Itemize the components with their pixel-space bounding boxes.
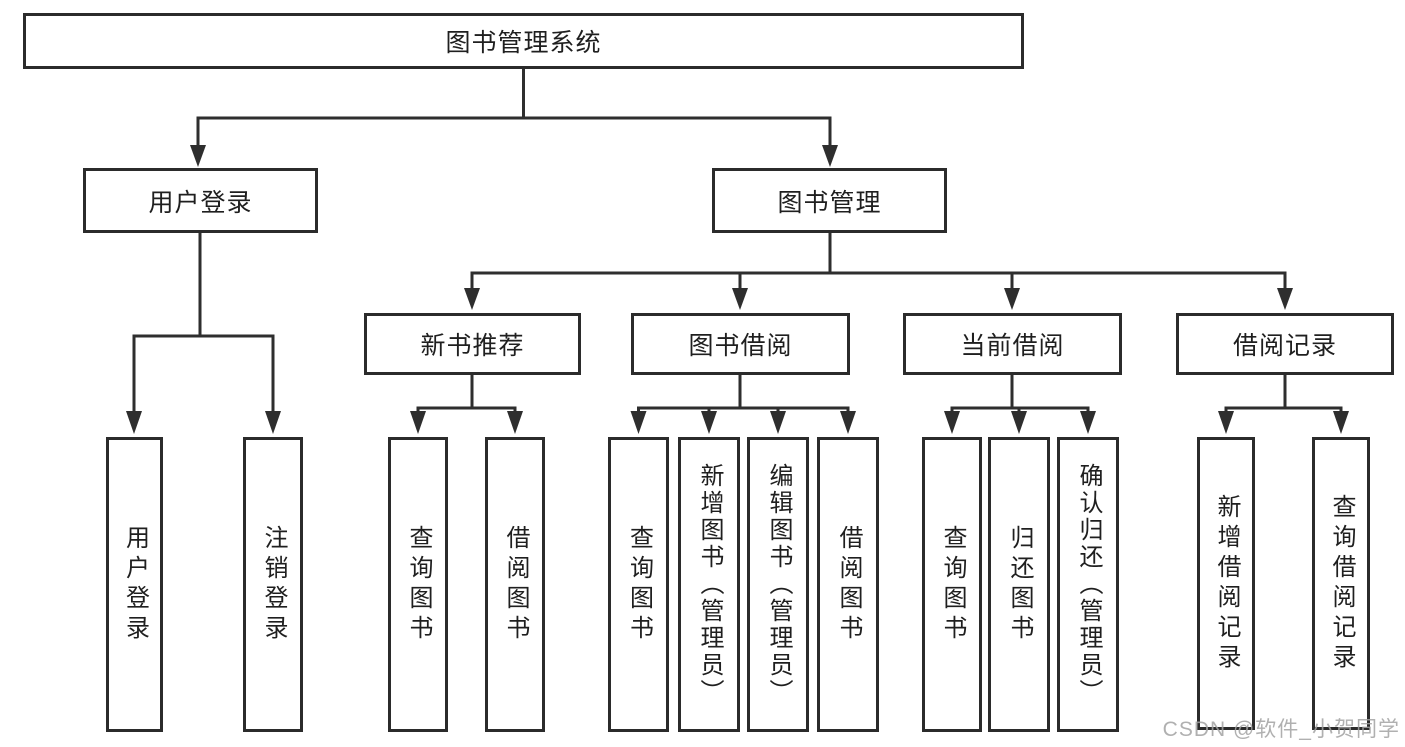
node-book-borrow: 图书借阅 [631, 313, 850, 375]
connector-book-mgmt [464, 233, 1293, 310]
node-leaf-logout: 注销登录 [243, 437, 303, 732]
node-leaf-records-add: 新增借阅记录 [1197, 437, 1255, 730]
node-leaf-records-query: 查询借阅记录 [1312, 437, 1370, 730]
node-leaf-current-confirm: 确认归还（管理员） [1057, 437, 1119, 732]
node-leaf-newbooks-query: 查询图书 [388, 437, 448, 732]
node-root: 图书管理系统 [23, 13, 1024, 69]
connector-user-login [126, 233, 281, 434]
node-leaf-borrow-borrow: 借阅图书 [817, 437, 879, 732]
node-leaf-borrow-add: 新增图书（管理员） [678, 437, 740, 732]
node-leaf-borrow-query: 查询图书 [608, 437, 669, 732]
node-user-login: 用户登录 [83, 168, 318, 233]
watermark: CSDN @软件_小贺同学 [1162, 718, 1400, 741]
connector-book-borrow [630, 375, 856, 434]
node-borrow-records: 借阅记录 [1176, 313, 1394, 375]
connector-root [190, 69, 838, 167]
node-current-borrow: 当前借阅 [903, 313, 1122, 375]
node-leaf-user-login: 用户登录 [106, 437, 163, 732]
connector-borrow-records [1218, 375, 1349, 434]
node-book-mgmt: 图书管理 [712, 168, 947, 233]
node-leaf-borrow-edit: 编辑图书（管理员） [747, 437, 809, 732]
connector-new-books [410, 375, 523, 434]
node-leaf-current-query: 查询图书 [922, 437, 982, 732]
connector-current-borrow [944, 375, 1096, 434]
node-leaf-newbooks-borrow: 借阅图书 [485, 437, 545, 732]
node-new-books: 新书推荐 [364, 313, 581, 375]
node-leaf-current-return: 归还图书 [988, 437, 1050, 732]
